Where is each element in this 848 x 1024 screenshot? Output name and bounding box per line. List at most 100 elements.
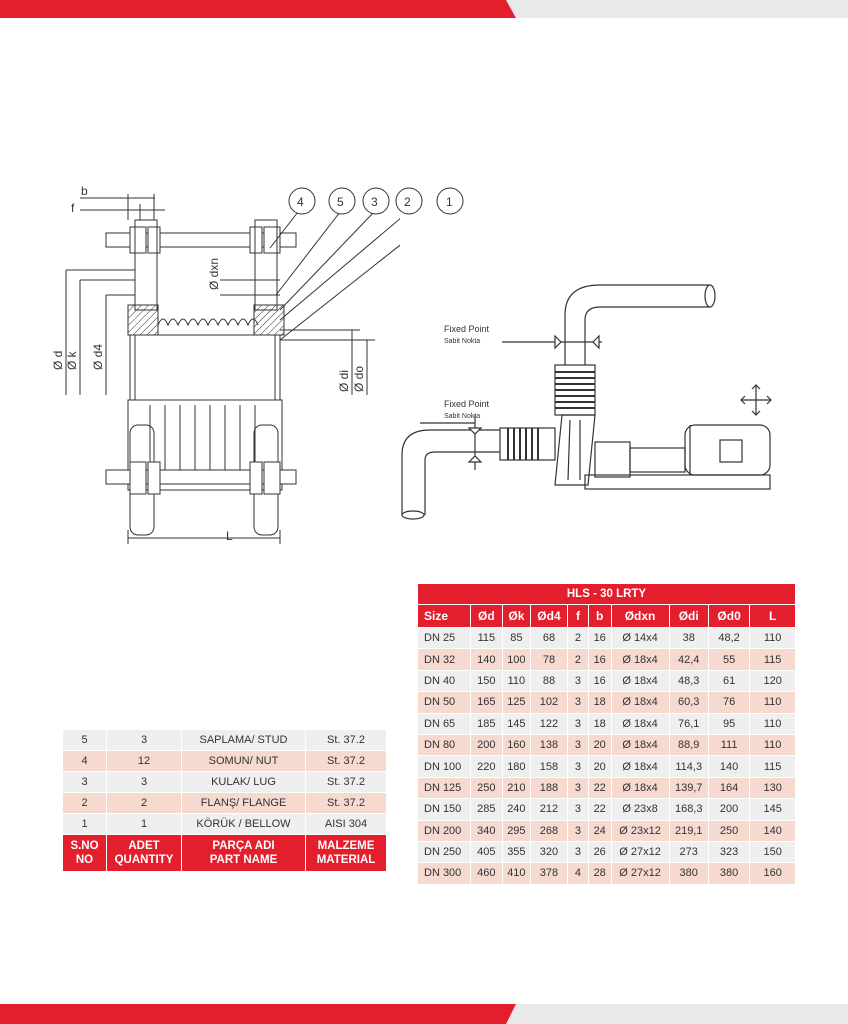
spec-cell: 150 (469, 669, 503, 693)
spec-cell: 145 (749, 798, 796, 821)
callout-4: 4 (297, 195, 304, 209)
spec-cell: 210 (501, 776, 531, 800)
spec-cell: 188 (529, 776, 569, 800)
spec-cell: 16 (587, 669, 612, 693)
spec-cell: 18 (587, 691, 612, 714)
spec-cell: 16 (587, 626, 612, 650)
fixed-point-lower-tr: Sabit Nokta (444, 413, 480, 420)
part-material: St. 37.2 (305, 792, 387, 814)
part-no: 4 (62, 750, 107, 772)
spec-cell: 3 (567, 798, 589, 821)
parts-table: 5 3 SAPLAMA/ STUD St. 37.2 4 12 SOMUN/ N… (62, 729, 387, 872)
spec-col-header: f (567, 604, 589, 628)
spec-title: HLS - 30 LRTY (417, 583, 796, 605)
spec-cell: 240 (501, 798, 531, 821)
spec-cell: Ø 18x4 (610, 712, 670, 735)
header-material-en: MATERIAL (316, 854, 376, 866)
spec-cell: 95 (707, 712, 751, 735)
part-material: St. 37.2 (305, 729, 387, 751)
spec-cell: 145 (501, 712, 531, 735)
spec-cell: 42,4 (668, 648, 709, 671)
spec-cell: 120 (749, 669, 796, 693)
spec-cell: Ø 27x12 (610, 862, 670, 885)
callout-2: 2 (404, 195, 411, 209)
callout-1: 1 (446, 195, 453, 209)
spec-cell: 20 (587, 733, 612, 757)
spec-cell: 323 (707, 840, 751, 864)
spec-cell: 405 (469, 840, 503, 864)
header-sno-tr: S.NO (70, 840, 99, 852)
part-no: 3 (62, 771, 107, 793)
spec-cell: 320 (529, 840, 569, 864)
dim-d4-label: Ø d4 (91, 344, 105, 370)
spec-col-header: Ød4 (529, 604, 569, 628)
callout-5: 5 (337, 195, 344, 209)
spec-cell: 115 (749, 755, 796, 778)
spec-cell: 168,3 (668, 798, 709, 821)
spec-cell: DN 32 (417, 648, 471, 671)
spec-col-header: Ødxn (610, 604, 670, 628)
spec-cell: 380 (707, 862, 751, 885)
spec-cell: 160 (749, 862, 796, 885)
spec-cell: Ø 18x4 (610, 691, 670, 714)
spec-cell: 110 (749, 691, 796, 714)
spec-cell: 212 (529, 798, 569, 821)
part-qty: 3 (106, 771, 182, 793)
spec-cell: Ø 18x4 (610, 776, 670, 800)
pump-installation-drawing: Fixed Point Sabit Nokta Fixed Point Sabi… (390, 270, 800, 535)
spec-cell: 219,1 (668, 819, 709, 842)
dim-dxn-label: Ø dxn (207, 258, 221, 290)
spec-cell: 55 (707, 648, 751, 671)
spec-cell: DN 125 (417, 776, 471, 800)
spec-cell: 110 (501, 669, 531, 693)
spec-cell: DN 40 (417, 669, 471, 693)
spec-cell: 60,3 (668, 691, 709, 714)
spec-cell: 114,3 (668, 755, 709, 778)
spec-cell: 158 (529, 755, 569, 778)
spec-cell: 273 (668, 840, 709, 864)
fixed-point-upper-en: Fixed Point (444, 324, 490, 334)
spec-cell: 48,2 (707, 626, 751, 650)
spec-cell: 410 (501, 862, 531, 885)
spec-cell: 140 (749, 819, 796, 842)
dim-d-label: Ø d (51, 351, 65, 370)
spec-cell: 102 (529, 691, 569, 714)
spec-cell: 164 (707, 776, 751, 800)
header-sno-en: NO (75, 854, 94, 866)
spec-cell: 85 (501, 626, 531, 650)
dim-L-label: L (226, 529, 233, 543)
spec-cell: 48,3 (668, 669, 709, 693)
spec-cell: 122 (529, 712, 569, 735)
header-name-tr: PARÇA ADI (212, 840, 275, 852)
spec-cell: Ø 18x4 (610, 648, 670, 671)
spec-cell: 20 (587, 755, 612, 778)
spec-cell: 38 (668, 626, 709, 650)
spec-cell: 100 (501, 648, 531, 671)
part-name: FLANŞ/ FLANGE (181, 792, 306, 814)
spec-col-header: b (587, 604, 612, 628)
spec-cell: 110 (749, 712, 796, 735)
spec-cell: 18 (587, 712, 612, 735)
spec-cell: 78 (529, 648, 569, 671)
part-name: KULAK/ LUG (181, 771, 306, 793)
spec-col-header: Ødi (668, 604, 709, 628)
spec-cell: 3 (567, 712, 589, 735)
part-material: St. 37.2 (305, 771, 387, 793)
spec-cell: 115 (469, 626, 503, 650)
parts-row: 5 3 SAPLAMA/ STUD St. 37.2 (62, 729, 387, 751)
spec-cell: 180 (501, 755, 531, 778)
spec-cell: DN 80 (417, 733, 471, 757)
spec-cell: 76,1 (668, 712, 709, 735)
